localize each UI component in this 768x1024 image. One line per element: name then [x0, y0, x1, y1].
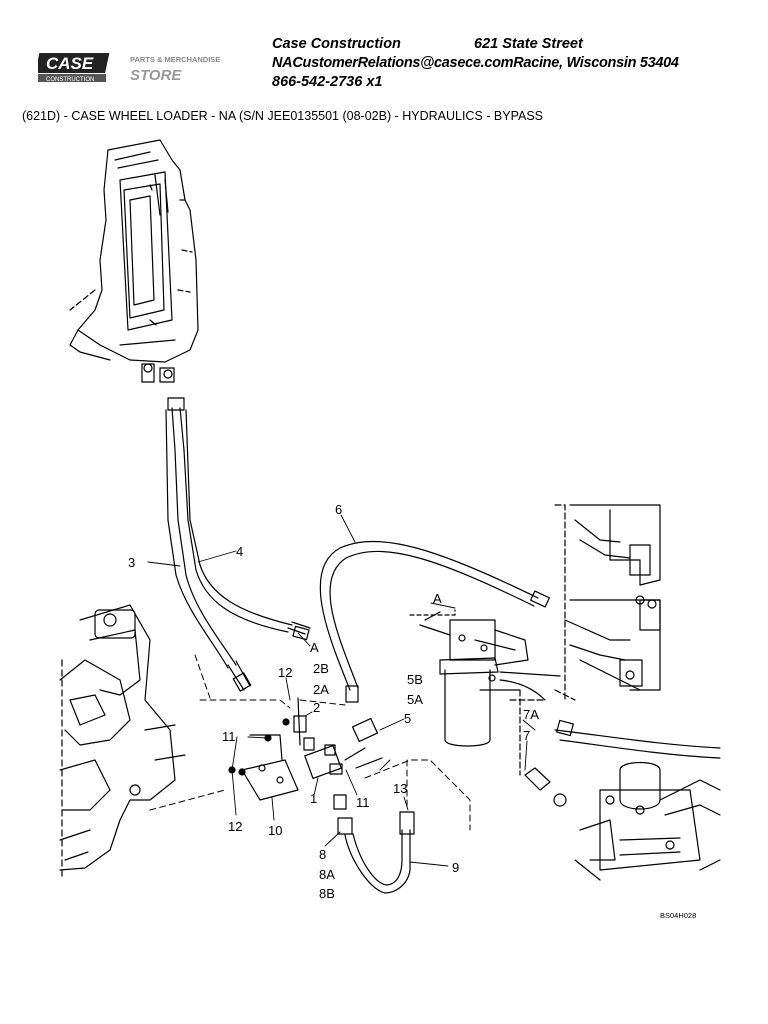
callout-5B: 5B: [407, 672, 423, 687]
callout-7A: 7A: [523, 707, 539, 722]
callout-6: 6: [335, 502, 342, 517]
callout-8B: 8B: [319, 886, 335, 901]
callout-12-upper: 12: [278, 665, 292, 680]
callout-5A: 5A: [407, 692, 423, 707]
callout-2B: 2B: [313, 661, 329, 676]
hose-9: [344, 811, 415, 894]
case-logo-graphic: CASE CONSTRUCTION PARTS & MERCHANDISE ST…: [35, 53, 220, 84]
callout-3: 3: [128, 555, 135, 570]
svg-text:CASE: CASE: [46, 54, 94, 73]
callout-10: 10: [268, 823, 282, 838]
company-name: Case Construction: [272, 36, 401, 52]
callout-9: 9: [452, 860, 459, 875]
guide-lines: [149, 654, 471, 831]
case-store-logo: CASE CONSTRUCTION PARTS & MERCHANDISE ST…: [35, 50, 248, 91]
fitting-7: [509, 689, 574, 807]
callout-4: 4: [236, 544, 243, 559]
callout-labels: 3 4 6 A A 12 2B 2A 2 5B 5A 5 7A 7 11 11 …: [128, 502, 539, 901]
phone-number: 866-542-2736 x1: [272, 74, 383, 90]
valve-block-upper: [69, 139, 199, 383]
tee-fitting-1: [293, 697, 383, 835]
page-subtitle: (621D) - CASE WHEEL LOADER - NA (S/N JEE…: [22, 109, 544, 123]
leader-lines: [147, 514, 536, 867]
callout-8: 8: [319, 847, 326, 862]
callout-11-left: 11: [222, 729, 236, 744]
svg-text:CONSTRUCTION: CONSTRUCTION: [46, 77, 94, 83]
svg-text:STORE: STORE: [130, 67, 182, 84]
callout-2: 2: [313, 700, 320, 715]
callout-5: 5: [404, 711, 411, 726]
callout-13: 13: [393, 781, 407, 796]
callout-7: 7: [523, 728, 530, 743]
callout-11-right: 11: [356, 795, 370, 810]
street-address: 621 State Street: [474, 36, 583, 52]
loader-frame-left: [59, 604, 186, 881]
filter-assembly: [409, 609, 561, 747]
callout-2A: 2A: [313, 682, 329, 697]
callout-A-filter: A: [433, 591, 442, 606]
callout-A-hose: A: [310, 640, 319, 655]
callout-1: 1: [310, 791, 317, 806]
hose-6: [319, 540, 550, 703]
svg-text:PARTS & MERCHANDISE: PARTS & MERCHANDISE: [130, 55, 220, 64]
email-city[interactable]: NACustomerRelations@casece.comRacine, Wi…: [272, 55, 679, 71]
pump-assembly-lower-right: [554, 729, 721, 881]
control-valve-right: [554, 504, 661, 701]
callout-8A: 8A: [319, 867, 335, 882]
callout-12-lower: 12: [228, 819, 242, 834]
hoses-3-4: [165, 397, 311, 692]
bracket-10: [228, 718, 299, 801]
drawing-code: BS04H028: [660, 911, 696, 920]
